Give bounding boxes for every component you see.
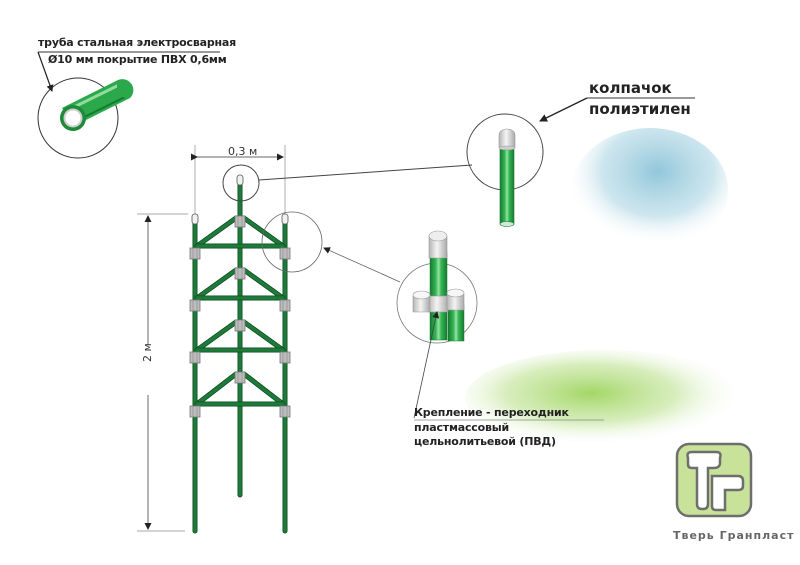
brace-left-1 — [195, 216, 238, 248]
pipe-label-line2: Ø10 мм покрытие ПВХ 0,6мм — [48, 53, 227, 66]
connector-callout-circle-small — [261, 211, 323, 273]
trellis-frame — [189, 174, 291, 534]
decor-green-blob — [465, 350, 745, 446]
connector-label-line3: цельнолитьевой (ПВД) — [414, 435, 556, 448]
brace-right-3 — [242, 320, 285, 352]
brace-right-2 — [242, 268, 285, 300]
center-connector-2 — [234, 267, 246, 280]
center-connector-4 — [234, 371, 246, 384]
right-connector-1 — [279, 247, 291, 260]
pipe-detail-circle — [37, 77, 119, 159]
width-dimension — [191, 145, 286, 215]
height-dimension-label: 2 м — [141, 343, 154, 362]
pipe-detail — [37, 51, 220, 159]
brace-left-2 — [195, 268, 238, 300]
left-connector-4 — [189, 405, 201, 418]
connector-label-line1: Крепление - переходник — [414, 406, 569, 419]
left-connector-2 — [189, 299, 201, 312]
connector-fitting-icon — [412, 230, 465, 342]
brace-left-3 — [195, 320, 238, 352]
left-connector-3 — [189, 351, 201, 364]
pipe-label-line1: труба стальная электросварная — [38, 36, 236, 49]
right-connector-3 — [279, 351, 291, 364]
cap-label-line2: полиэтилен — [589, 100, 691, 118]
brace-left-4 — [195, 372, 238, 406]
decor-blue-blob — [572, 128, 728, 252]
connector-label-pointer — [413, 311, 440, 419]
brace-right-4 — [242, 372, 285, 406]
connector-detail — [396, 230, 604, 421]
cap-pointer-line — [539, 97, 588, 122]
pipe-pointer-line — [37, 51, 54, 92]
left-post-cap — [191, 213, 199, 225]
width-dimension-label: 0,3 м — [228, 145, 258, 158]
capped-rod-icon — [498, 128, 516, 227]
center-connector-3 — [234, 319, 246, 332]
connector-pointer-line — [323, 247, 401, 283]
cap-label-line1: колпачок — [589, 79, 672, 97]
center-connector-1 — [234, 215, 246, 228]
center-post-cap — [236, 174, 244, 186]
pipe-section-icon — [60, 79, 134, 131]
cap-detail — [466, 97, 695, 227]
height-dimension — [137, 213, 188, 532]
brand-logo — [675, 442, 753, 518]
cap-callout-connector — [258, 164, 473, 181]
brand-name: Тверь Гранпласт — [673, 529, 795, 542]
right-connector-2 — [279, 299, 291, 312]
cap-callout-circle-small — [222, 164, 260, 202]
right-post-cap — [281, 213, 289, 225]
connector-label-line2: пластмассовый — [414, 421, 510, 434]
left-connector-1 — [189, 247, 201, 260]
right-connector-4 — [279, 405, 291, 418]
